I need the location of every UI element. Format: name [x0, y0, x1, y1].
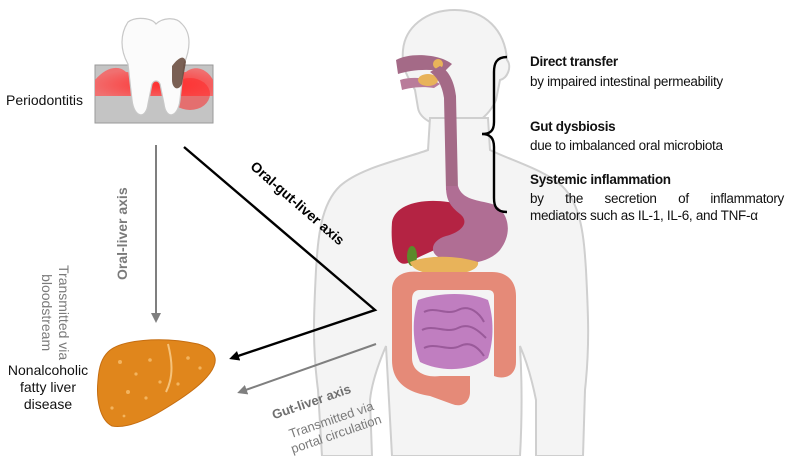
nafld-label-line2: fatty liver: [19, 379, 76, 395]
digestive-organs-icon: [391, 55, 516, 406]
tooth-icon: [94, 17, 214, 124]
nafld-label-line1: Nonalcoholic: [7, 362, 89, 378]
nafld-label-line3: disease: [23, 396, 73, 412]
oral-gut-liver-arrow: [183, 146, 378, 361]
nafld-label: Nonalcoholic fatty liver disease: [5, 362, 91, 413]
curly-brace-icon: [481, 55, 508, 214]
oral-liver-axis-sub-line1: Transmitted via: [56, 265, 72, 361]
periodontitis-label: Periodontitis: [6, 92, 84, 108]
mechanism-systemic-inflammation-desc-line2: mediators such as IL-1, IL-6, and TNF-α: [530, 208, 758, 223]
gut-liver-arrow: [237, 343, 377, 395]
mechanism-gut-dysbiosis-desc: due to imbalanced oral microbiota: [530, 138, 723, 153]
oral-liver-axis-label: Oral-liver axis: [114, 187, 131, 280]
mechanism-direct-transfer-desc: by impaired intestinal permeability: [530, 74, 723, 89]
oral-liver-axis-sub-line2: bloodstream: [39, 274, 55, 352]
mechanism-direct-transfer-title: Direct transfer: [530, 54, 618, 69]
oral-liver-axis-subtitle: Transmitted via bloodstream: [38, 265, 72, 360]
mechanism-systemic-inflammation-desc-line1: by the secretion of inflammatory: [530, 191, 784, 206]
oral-liver-axis-title: Oral-liver axis: [114, 187, 130, 280]
liver-icon: [97, 339, 216, 427]
mechanism-systemic-inflammation-title: Systemic inflammation: [530, 172, 671, 187]
mechanism-gut-dysbiosis-title: Gut dysbiosis: [530, 119, 616, 134]
